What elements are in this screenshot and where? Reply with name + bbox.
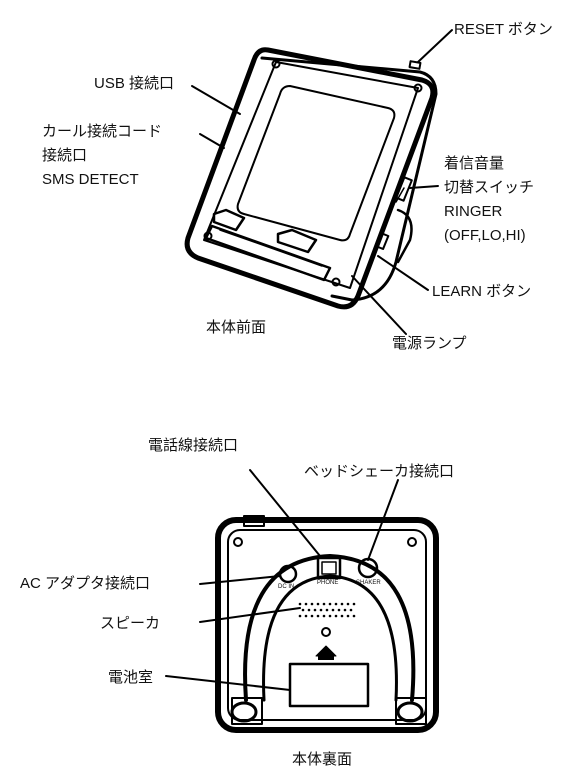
leader-usb xyxy=(191,85,241,115)
front-screen xyxy=(236,85,396,242)
label-ringer-line2: 切替スイッチ xyxy=(444,179,535,196)
front-screw-br xyxy=(331,277,341,287)
leader-speaker xyxy=(199,607,301,623)
back-body-outline xyxy=(215,517,439,733)
back-battery-screw xyxy=(321,627,331,637)
label-ringer-line3: RINGER xyxy=(444,203,503,220)
back-foot-right xyxy=(396,701,424,723)
back-arrow-icon xyxy=(315,645,337,657)
leader-learn xyxy=(377,255,429,291)
front-back-slab xyxy=(260,56,438,302)
front-learn-button xyxy=(374,232,390,250)
leader-reset xyxy=(417,29,453,63)
caption-back: 本体裏面 xyxy=(292,751,353,768)
front-body-outline xyxy=(184,47,436,310)
front-cradle xyxy=(212,208,246,232)
back-foot-left xyxy=(230,701,258,723)
back-stand-arch xyxy=(243,554,416,702)
port-dc-text: DC IN xyxy=(278,584,295,590)
front-screw-tr xyxy=(413,83,423,93)
label-learn-button: LEARN ボタン xyxy=(432,283,532,300)
label-curl-cord-line1: カール接続コード xyxy=(42,123,163,140)
label-ringer-line1: 着信音量 xyxy=(444,155,505,172)
front-inner-border xyxy=(203,61,419,289)
leader-ringer xyxy=(409,185,439,189)
back-screw-tl xyxy=(233,537,243,547)
port-shaker-text: SHAKER xyxy=(356,580,381,586)
front-screw-tl xyxy=(271,59,281,69)
label-speaker: スピーカ xyxy=(100,615,161,632)
caption-front: 本体前面 xyxy=(206,319,267,336)
label-curl-cord-line3: SMS DETECT xyxy=(42,171,139,188)
label-power-lamp: 電源ランプ xyxy=(392,335,467,352)
back-speaker-grill xyxy=(298,602,356,618)
back-battery-compartment xyxy=(288,662,370,708)
leader-phone xyxy=(249,469,321,557)
leader-battery xyxy=(165,675,291,691)
leader-power xyxy=(351,275,407,335)
label-ringer-line4: (OFF,LO,HI) xyxy=(444,227,526,244)
label-reset-button: RESET ボタン xyxy=(454,21,553,38)
label-bed-shaker-port: ベッドシェーカ接続口 xyxy=(304,463,455,480)
leader-ac xyxy=(199,575,281,585)
back-screw-tr xyxy=(407,537,417,547)
label-battery: 電池室 xyxy=(108,669,154,686)
label-usb-port: USB 接続口 xyxy=(94,75,175,92)
back-phone-port xyxy=(316,556,342,580)
leader-shaker xyxy=(367,479,399,561)
label-ac-adapter-port: AC アダプタ接続口 xyxy=(20,575,151,592)
front-ringer-switch xyxy=(395,176,413,202)
port-phone-text: PHONE xyxy=(317,580,339,586)
label-phone-line-port: 電話線接続口 xyxy=(148,437,239,454)
back-dc-port xyxy=(278,564,298,584)
label-curl-cord-line2: 接続口 xyxy=(42,147,88,164)
leader-curl xyxy=(199,133,225,149)
front-reset-nub xyxy=(408,60,422,70)
